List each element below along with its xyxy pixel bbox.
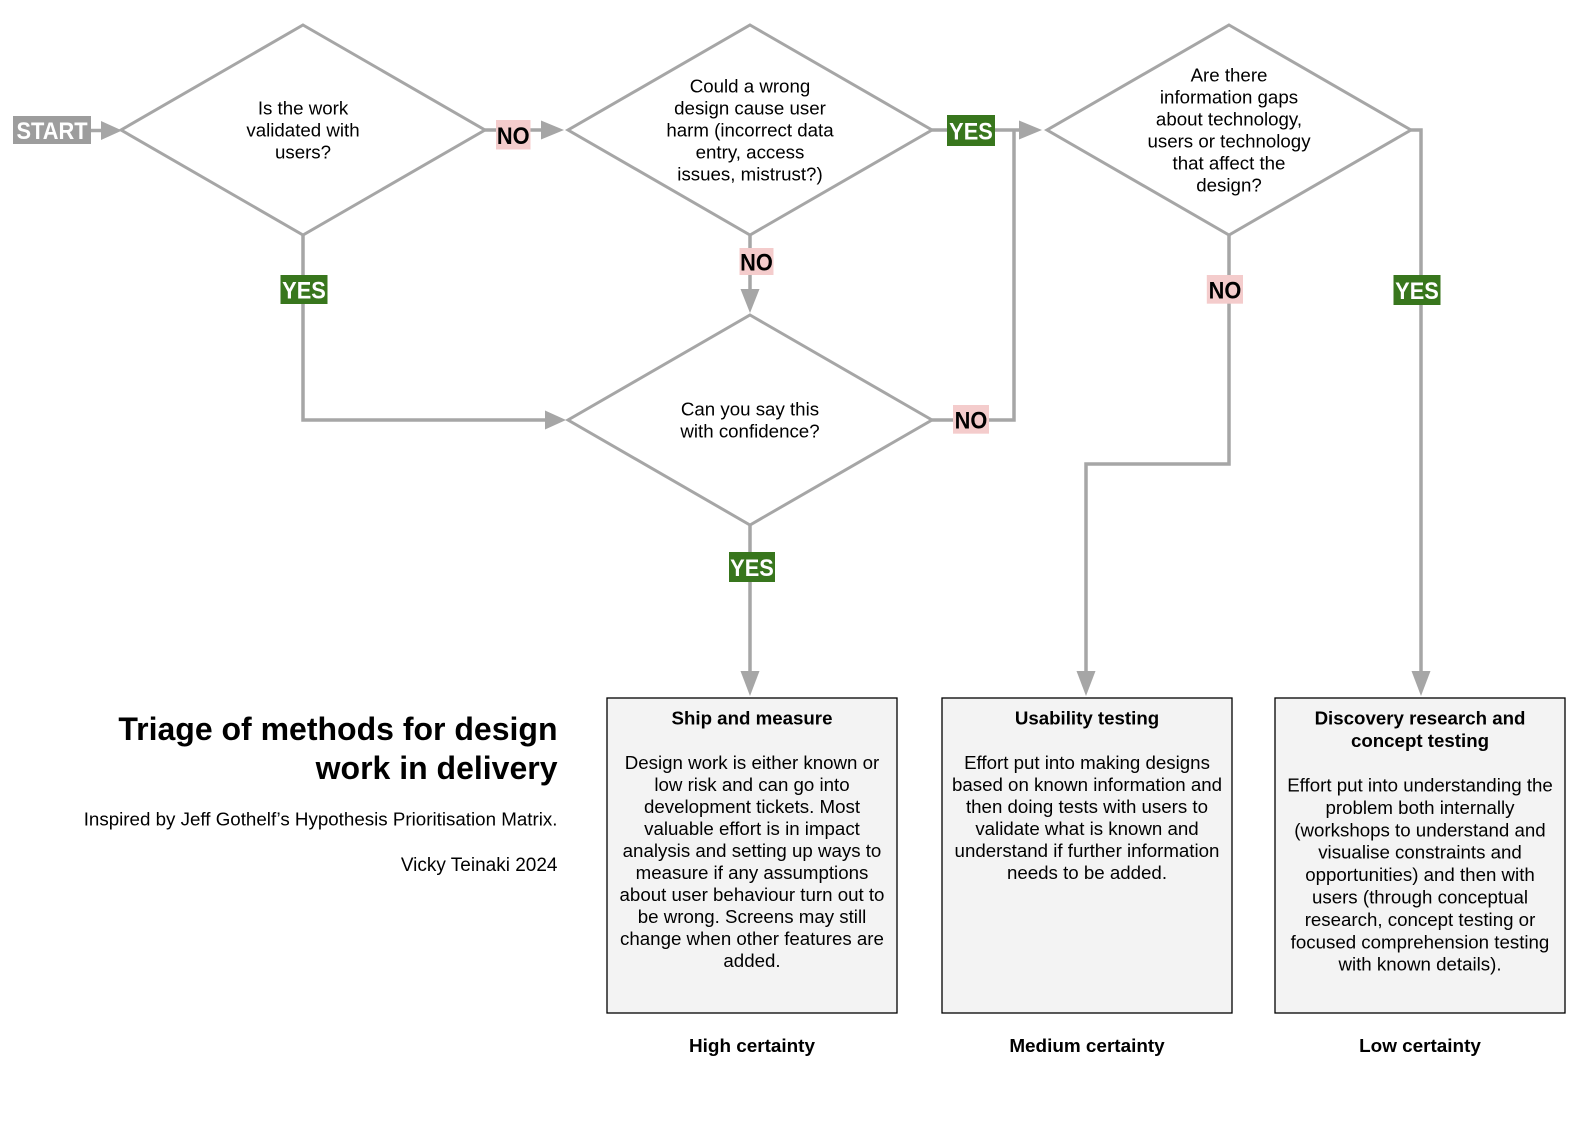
- svg-text:work in delivery: work in delivery: [315, 750, 558, 786]
- svg-text:with known details).: with known details).: [1337, 954, 1501, 975]
- svg-text:understand if further informat: understand if further information: [955, 840, 1220, 861]
- svg-text:that affect the: that affect the: [1173, 153, 1286, 174]
- svg-text:visualise constraints and: visualise constraints and: [1318, 842, 1522, 863]
- svg-text:concept testing: concept testing: [1351, 730, 1489, 751]
- svg-text:Ship and measure: Ship and measure: [672, 708, 833, 729]
- svg-text:Can you say this: Can you say this: [681, 399, 819, 420]
- svg-text:Medium certainty: Medium certainty: [1009, 1036, 1165, 1057]
- svg-text:users?: users?: [275, 142, 331, 163]
- svg-text:issues, mistrust?): issues, mistrust?): [677, 164, 822, 185]
- svg-text:Could a wrong: Could a wrong: [690, 76, 811, 97]
- svg-text:change when other features are: change when other features are: [620, 928, 884, 949]
- svg-text:Is the work: Is the work: [258, 98, 349, 119]
- svg-text:(workshops to understand and: (workshops to understand and: [1294, 819, 1545, 840]
- svg-text:Design work is either known or: Design work is either known or: [625, 752, 879, 773]
- svg-text:be wrong. Screens may still: be wrong. Screens may still: [638, 906, 867, 927]
- svg-text:then doing tests with users to: then doing tests with users to: [966, 796, 1208, 817]
- svg-text:information gaps: information gaps: [1160, 87, 1298, 108]
- svg-text:development tickets. Most: development tickets. Most: [644, 796, 861, 817]
- svg-text:opportunities) and then with: opportunities) and then with: [1305, 864, 1535, 885]
- svg-text:Usability testing: Usability testing: [1015, 708, 1159, 729]
- svg-text:entry, access: entry, access: [696, 142, 805, 163]
- svg-text:NO: NO: [955, 406, 988, 433]
- svg-text:low risk and can go into: low risk and can go into: [654, 774, 849, 795]
- svg-text:YES: YES: [282, 276, 326, 303]
- svg-text:Effort put into making designs: Effort put into making designs: [964, 752, 1210, 773]
- svg-text:problem both internally: problem both internally: [1325, 797, 1515, 818]
- svg-text:Triage of methods for design: Triage of methods for design: [118, 711, 557, 747]
- svg-text:Discovery research and: Discovery research and: [1315, 708, 1526, 729]
- svg-text:YES: YES: [1395, 277, 1439, 304]
- svg-text:users (through conceptual: users (through conceptual: [1312, 887, 1528, 908]
- svg-text:Low certainty: Low certainty: [1359, 1036, 1481, 1057]
- svg-text:users or technology: users or technology: [1147, 131, 1311, 152]
- svg-text:Are there: Are there: [1191, 65, 1268, 86]
- svg-text:harm (incorrect data: harm (incorrect data: [666, 120, 834, 141]
- svg-text:Effort put into understanding: Effort put into understanding the: [1287, 775, 1553, 796]
- svg-text:analysis and setting up ways t: analysis and setting up ways to: [623, 840, 882, 861]
- svg-text:based on known information and: based on known information and: [952, 774, 1222, 795]
- svg-text:NO: NO: [1209, 276, 1242, 303]
- svg-text:design cause user: design cause user: [674, 98, 826, 119]
- svg-text:YES: YES: [949, 117, 993, 144]
- svg-text:YES: YES: [730, 554, 774, 581]
- svg-text:research, concept testing or: research, concept testing or: [1305, 909, 1536, 930]
- svg-text:valuable effort is in impact: valuable effort is in impact: [644, 818, 861, 839]
- svg-text:added.: added.: [723, 950, 780, 971]
- svg-text:validated with: validated with: [246, 120, 359, 141]
- svg-text:with confidence?: with confidence?: [679, 421, 819, 442]
- svg-text:about user behaviour turn out: about user behaviour turn out to: [620, 884, 885, 905]
- svg-text:focused comprehension testing: focused comprehension testing: [1291, 931, 1550, 952]
- svg-text:measure if any assumptions: measure if any assumptions: [636, 862, 869, 883]
- svg-text:NO: NO: [740, 248, 773, 275]
- svg-text:design?: design?: [1196, 175, 1261, 196]
- svg-text:about technology,: about technology,: [1156, 109, 1302, 130]
- svg-text:High certainty: High certainty: [689, 1036, 815, 1057]
- svg-text:Vicky Teinaki 2024: Vicky Teinaki 2024: [401, 855, 558, 876]
- svg-text:NO: NO: [497, 122, 530, 149]
- svg-text:needs to be added.: needs to be added.: [1007, 862, 1167, 883]
- svg-text:Inspired by Jeff Gothelf’s Hyp: Inspired by Jeff Gothelf’s Hypothesis Pr…: [84, 809, 558, 830]
- svg-text:START: START: [16, 117, 87, 144]
- svg-text:validate what is known and: validate what is known and: [975, 818, 1198, 839]
